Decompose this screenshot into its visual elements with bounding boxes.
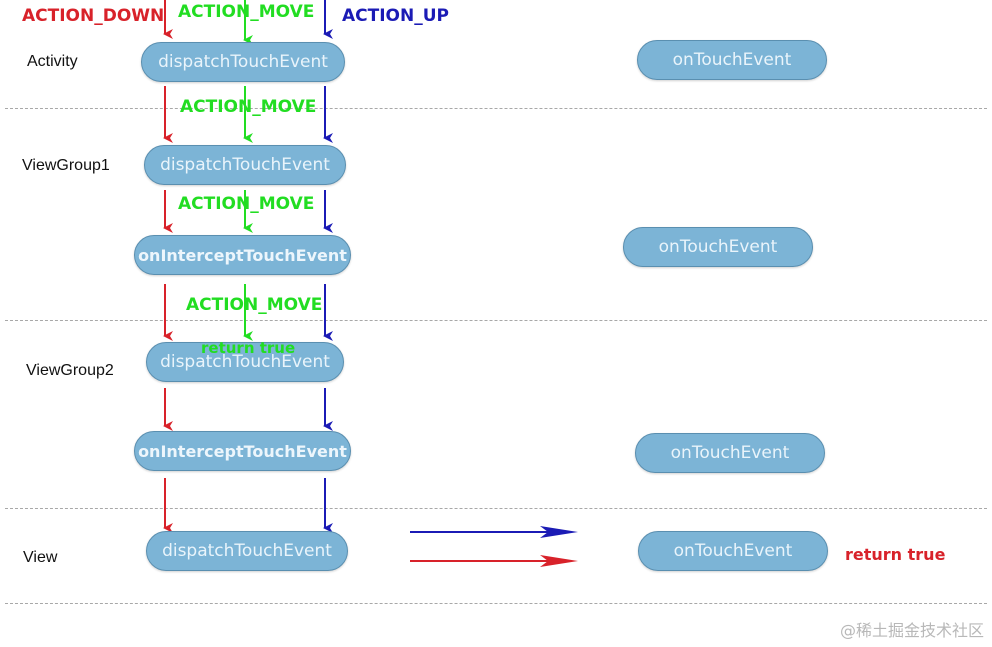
arrowhead-up-to-ontouch — [540, 526, 578, 538]
activity-dispatch-touch-event: dispatchTouchEvent — [141, 42, 345, 82]
activity-on-touch-event: onTouchEvent — [637, 40, 827, 80]
vg2-on-touch-event: onTouchEvent — [635, 433, 825, 473]
label-action-move-vg2: ACTION_MOVE — [186, 295, 323, 315]
label-action-move-top: ACTION_MOVE — [178, 2, 315, 22]
vg1-on-touch-event: onTouchEvent — [623, 227, 813, 267]
layer-label-viewgroup2: ViewGroup2 — [26, 362, 114, 379]
separator-view — [5, 603, 987, 604]
view-on-touch-event: onTouchEvent — [638, 531, 828, 571]
separator-viewgroup2 — [5, 508, 987, 509]
vg1-on-intercept-touch-event: onInterceptTouchEvent — [134, 235, 351, 275]
layer-label-activity: Activity — [27, 53, 78, 70]
view-dispatch-touch-event: dispatchTouchEvent — [146, 531, 348, 571]
separator-viewgroup1 — [5, 320, 987, 321]
watermark: @稀土掘金技术社区 — [839, 621, 984, 640]
vg2-dispatch-touch-event: dispatchTouchEvent — [146, 342, 344, 382]
label-action-up: ACTION_UP — [342, 6, 449, 26]
vg1-dispatch-touch-event: dispatchTouchEvent — [144, 145, 346, 185]
separator-activity — [5, 108, 987, 109]
vg2-on-intercept-touch-event: onInterceptTouchEvent — [134, 431, 351, 471]
label-action-move-vg1-intercept: ACTION_MOVE — [178, 194, 315, 214]
layer-label-view: View — [23, 549, 58, 566]
label-action-down: ACTION_DOWN — [22, 6, 165, 26]
view-return-true: return true — [845, 545, 946, 564]
arrowhead-down-to-ontouch — [540, 555, 578, 567]
layer-label-viewgroup1: ViewGroup1 — [22, 157, 110, 174]
label-action-move-vg1: ACTION_MOVE — [180, 97, 317, 117]
vg2-return-true: return true — [201, 339, 296, 357]
